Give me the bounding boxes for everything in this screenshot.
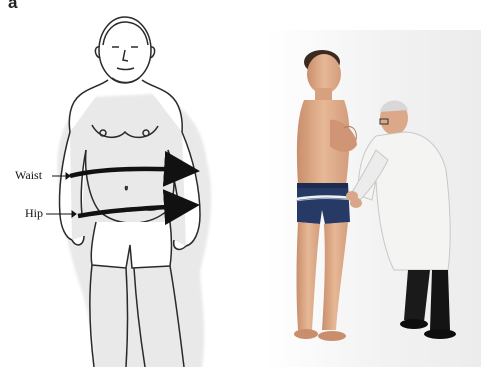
- anthropometry-figure: a: [0, 0, 481, 367]
- measurement-photo: [0, 0, 481, 367]
